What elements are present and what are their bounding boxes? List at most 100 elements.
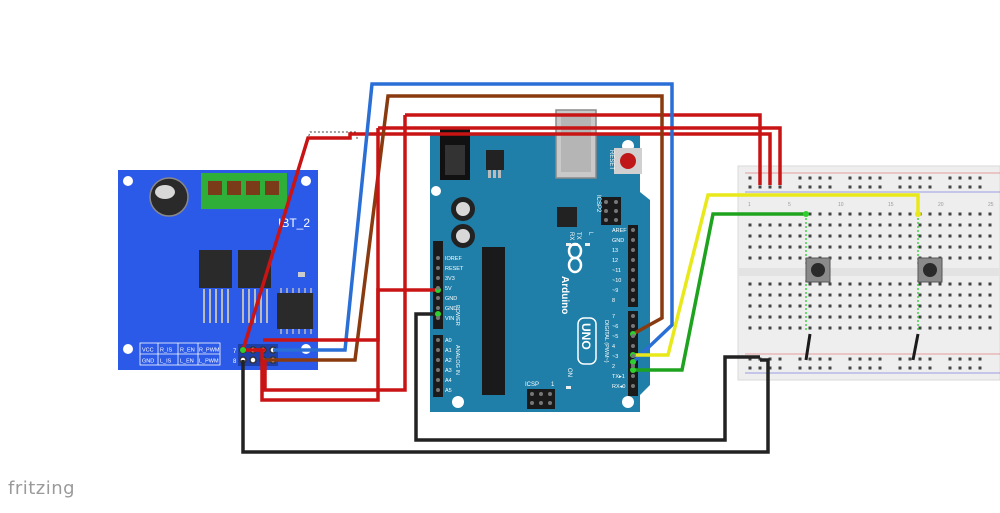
breadboard-hole (828, 357, 832, 361)
breadboard-hole (758, 326, 762, 330)
breadboard-hole (778, 366, 782, 370)
power-pin-label: VIN (445, 316, 454, 322)
breadboard-hole (888, 234, 892, 238)
breadboard-hole (858, 315, 862, 319)
breadboard-hole (788, 245, 792, 249)
analog-pin-label: A1 (445, 348, 452, 354)
header-pin (631, 384, 635, 388)
breadboard-hole (878, 185, 882, 189)
header-pin (436, 348, 440, 352)
breadboard-hole (778, 245, 782, 249)
breadboard-hole (908, 176, 912, 180)
breadboard-hole (758, 282, 762, 286)
breadboard-hole (948, 326, 952, 330)
breadboard-hole (768, 315, 772, 319)
usb-chip (557, 207, 577, 227)
wire-blue (273, 82, 674, 364)
breadboard-hole (968, 223, 972, 227)
mount-hole (123, 344, 133, 354)
breadboard-hole (928, 185, 932, 189)
reset-label: RESET (608, 150, 614, 170)
breadboard-hole (818, 357, 822, 361)
breadboard-hole (948, 282, 952, 286)
breadboard-hole (748, 223, 752, 227)
breadboard-hole (928, 282, 932, 286)
digital-pin-label: GND (612, 238, 624, 244)
power-pin-label: IOREF (445, 256, 462, 262)
voltage-regulator (486, 150, 504, 170)
wire-red-vcc (241, 132, 772, 351)
breadboard-hole (968, 282, 972, 286)
breadboard-hole (948, 234, 952, 238)
breadboard-hole (878, 366, 882, 370)
breadboard-hole (928, 366, 932, 370)
breadboard-hole (948, 185, 952, 189)
rx-label: RX (568, 232, 574, 240)
digital-pin-label: 13 (612, 248, 618, 254)
breadboard-hole (808, 304, 812, 308)
breadboard-hole (908, 326, 912, 330)
power-header (433, 241, 443, 397)
pin-label-vcc: VCC (142, 348, 154, 354)
wire-black-gnd (241, 358, 770, 454)
breadboard-hole (978, 282, 982, 286)
breadboard-hole (758, 234, 762, 238)
breadboard-hole (838, 256, 842, 260)
breadboard-hole (898, 282, 902, 286)
breadboard-hole (918, 293, 922, 297)
mount-hole (622, 396, 634, 408)
breadboard-hole (938, 223, 942, 227)
breadboard-hole (778, 293, 782, 297)
breadboard-hole (868, 315, 872, 319)
wire-red-top (378, 126, 782, 185)
breadboard-hole (878, 315, 882, 319)
breadboard-hole (858, 212, 862, 216)
breadboard-hole (928, 223, 932, 227)
breadboard-hole (878, 212, 882, 216)
breadboard-hole (798, 366, 802, 370)
breadboard-hole (838, 282, 842, 286)
breadboard-hole (988, 256, 992, 260)
breadboard-hole (928, 326, 932, 330)
analog-in-label: ANALOG IN (454, 345, 460, 375)
breadboard-hole (888, 223, 892, 227)
breadboard-hole (858, 357, 862, 361)
breadboard-hole (978, 357, 982, 361)
pin-label-gnd: GND (142, 359, 154, 365)
breadboard-hole (958, 326, 962, 330)
breadboard-hole (898, 256, 902, 260)
terminal-screw (227, 181, 241, 195)
breadboard-hole (978, 304, 982, 308)
breadboard-hole (948, 366, 952, 370)
header-pin (436, 306, 440, 310)
breadboard-hole (978, 234, 982, 238)
arduino-logo (567, 242, 583, 274)
breadboard-hole (848, 366, 852, 370)
breadboard-hole (988, 223, 992, 227)
digital-pin-label: AREF (612, 228, 627, 234)
breadboard-hole (898, 366, 902, 370)
breadboard-hole (918, 223, 922, 227)
breadboard-hole (878, 304, 882, 308)
breadboard-hole (828, 304, 832, 308)
breadboard-hole (958, 366, 962, 370)
breadboard-hole (938, 326, 942, 330)
breadboard-hole (928, 245, 932, 249)
breadboard-hole (958, 245, 962, 249)
breadboard-hole (908, 304, 912, 308)
header-pin (631, 228, 635, 232)
breadboard-hole (808, 357, 812, 361)
power-pin-label: GND (445, 306, 457, 312)
driver-ic-legs (280, 288, 312, 334)
breadboard-hole (798, 185, 802, 189)
breadboard-hole (988, 315, 992, 319)
reset-button-cap (620, 153, 636, 169)
capacitor-top (155, 185, 175, 199)
breadboard-hole (958, 223, 962, 227)
digital-pin-label: RX◂0 (612, 384, 625, 390)
breadboard-hole (848, 234, 852, 238)
wire-red-driver (253, 290, 407, 392)
breadboard-hole (768, 357, 772, 361)
header-pin (436, 378, 440, 382)
